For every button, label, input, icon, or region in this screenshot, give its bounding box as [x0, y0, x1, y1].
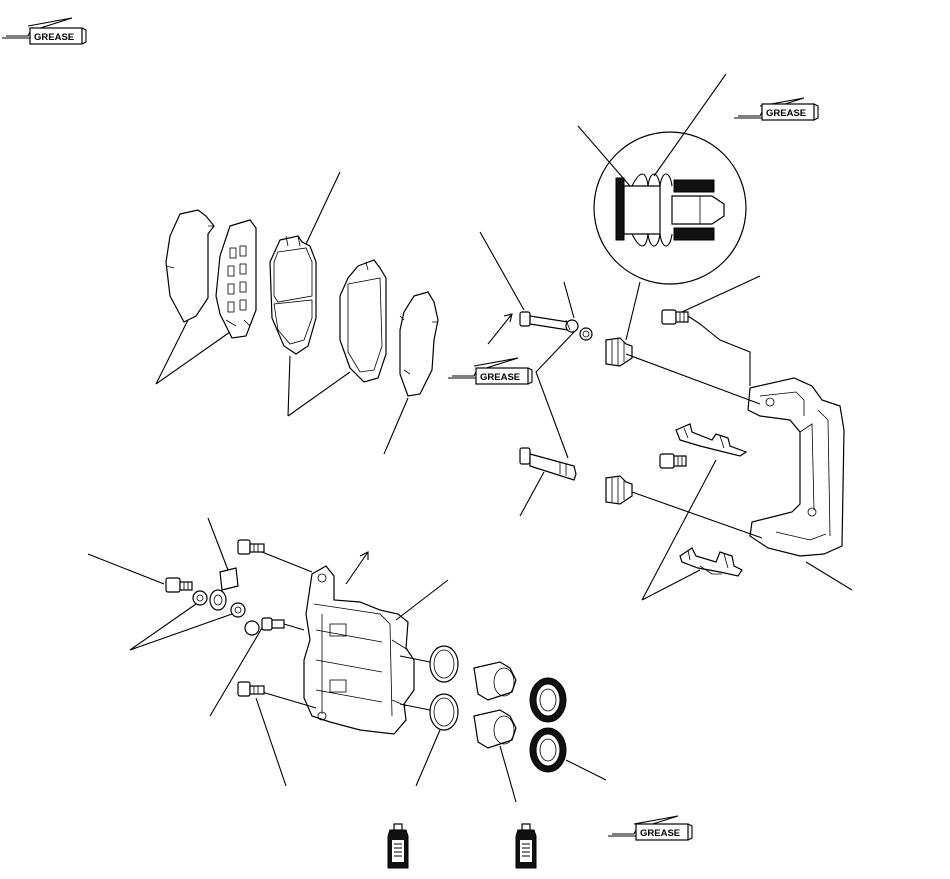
- guide-line: [399, 655, 431, 711]
- leader-arrow: [487, 313, 513, 345]
- lower-pad-retainer: [679, 547, 743, 577]
- leader-line: [287, 355, 351, 417]
- sealing-washer: [192, 590, 208, 606]
- banjo-bolt: [165, 577, 193, 593]
- brake-fluid-can-icon: [515, 823, 537, 869]
- bracket-bolt: [659, 453, 687, 469]
- caliper-piston: [473, 709, 517, 749]
- leader-line: [641, 459, 717, 601]
- leader-line: [563, 281, 575, 319]
- guide-line: [283, 623, 305, 631]
- leader-line: [395, 579, 449, 621]
- caliper-mounting-bolt: [237, 681, 265, 697]
- piston-dust-boot: [529, 677, 567, 723]
- piston-seal: [429, 693, 459, 731]
- brake-fluid-can-icon: [387, 823, 409, 869]
- leader-line: [305, 171, 341, 245]
- inner-pad-shim: [399, 291, 439, 397]
- boot-detail-inset: [593, 131, 747, 285]
- bracket-bolt: [661, 309, 689, 325]
- grease-label: GREASE: [480, 372, 520, 383]
- leader-line: [129, 603, 233, 651]
- grease-tube-icon: GREASE: [608, 815, 693, 841]
- leader-line: [805, 561, 853, 591]
- lower-guide-pin: [519, 447, 577, 481]
- leader-arrow: [345, 551, 369, 585]
- inner-brake-pad: [339, 259, 387, 383]
- leader-line: [207, 517, 229, 571]
- leader-line: [209, 627, 263, 717]
- grease-tube-icon: GREASE: [2, 17, 87, 45]
- guide-pin-bushing: [579, 327, 593, 341]
- caliper-mounting-bolt: [237, 539, 265, 555]
- grease-label: GREASE: [766, 108, 806, 119]
- guide-line: [625, 315, 763, 539]
- leader-line: [255, 697, 287, 787]
- guide-line: [261, 551, 317, 709]
- caliper-piston: [473, 661, 517, 701]
- leader-line: [155, 319, 231, 385]
- grease-label: GREASE: [640, 828, 680, 839]
- leader-line: [625, 281, 641, 341]
- leader-line: [653, 73, 727, 177]
- grease-tube-icon: GREASE: [448, 357, 533, 385]
- leader-line: [383, 397, 409, 455]
- leader-line: [519, 471, 545, 517]
- upper-pin-boot: [605, 337, 633, 367]
- upper-pad-retainer: [675, 423, 748, 457]
- outer-brake-pad: [269, 235, 317, 355]
- lower-pin-boot: [605, 475, 633, 505]
- leader-line: [87, 553, 165, 585]
- leader-line: [577, 125, 631, 187]
- grease-label: GREASE: [34, 32, 74, 43]
- upper-guide-pin: [519, 311, 579, 333]
- leader-line: [535, 329, 577, 459]
- piston-dust-boot: [529, 727, 567, 773]
- leader-line: [499, 745, 517, 803]
- bleeder-screw-cap: [244, 620, 260, 636]
- caliper-body: [303, 565, 415, 735]
- leader-line: [415, 729, 441, 787]
- grease-tube-icon: GREASE: [734, 97, 819, 121]
- piston-seal: [429, 645, 459, 683]
- pad-shim-plate: [215, 219, 257, 339]
- bleeder-screw: [261, 617, 285, 631]
- leader-line: [479, 231, 525, 311]
- sealing-washer: [230, 602, 246, 618]
- leader-line: [565, 759, 607, 781]
- leader-line: [681, 275, 761, 313]
- caliper-bracket: [747, 377, 845, 557]
- outer-pad-shim: [165, 209, 215, 323]
- brake-hose-fitting: [209, 567, 239, 611]
